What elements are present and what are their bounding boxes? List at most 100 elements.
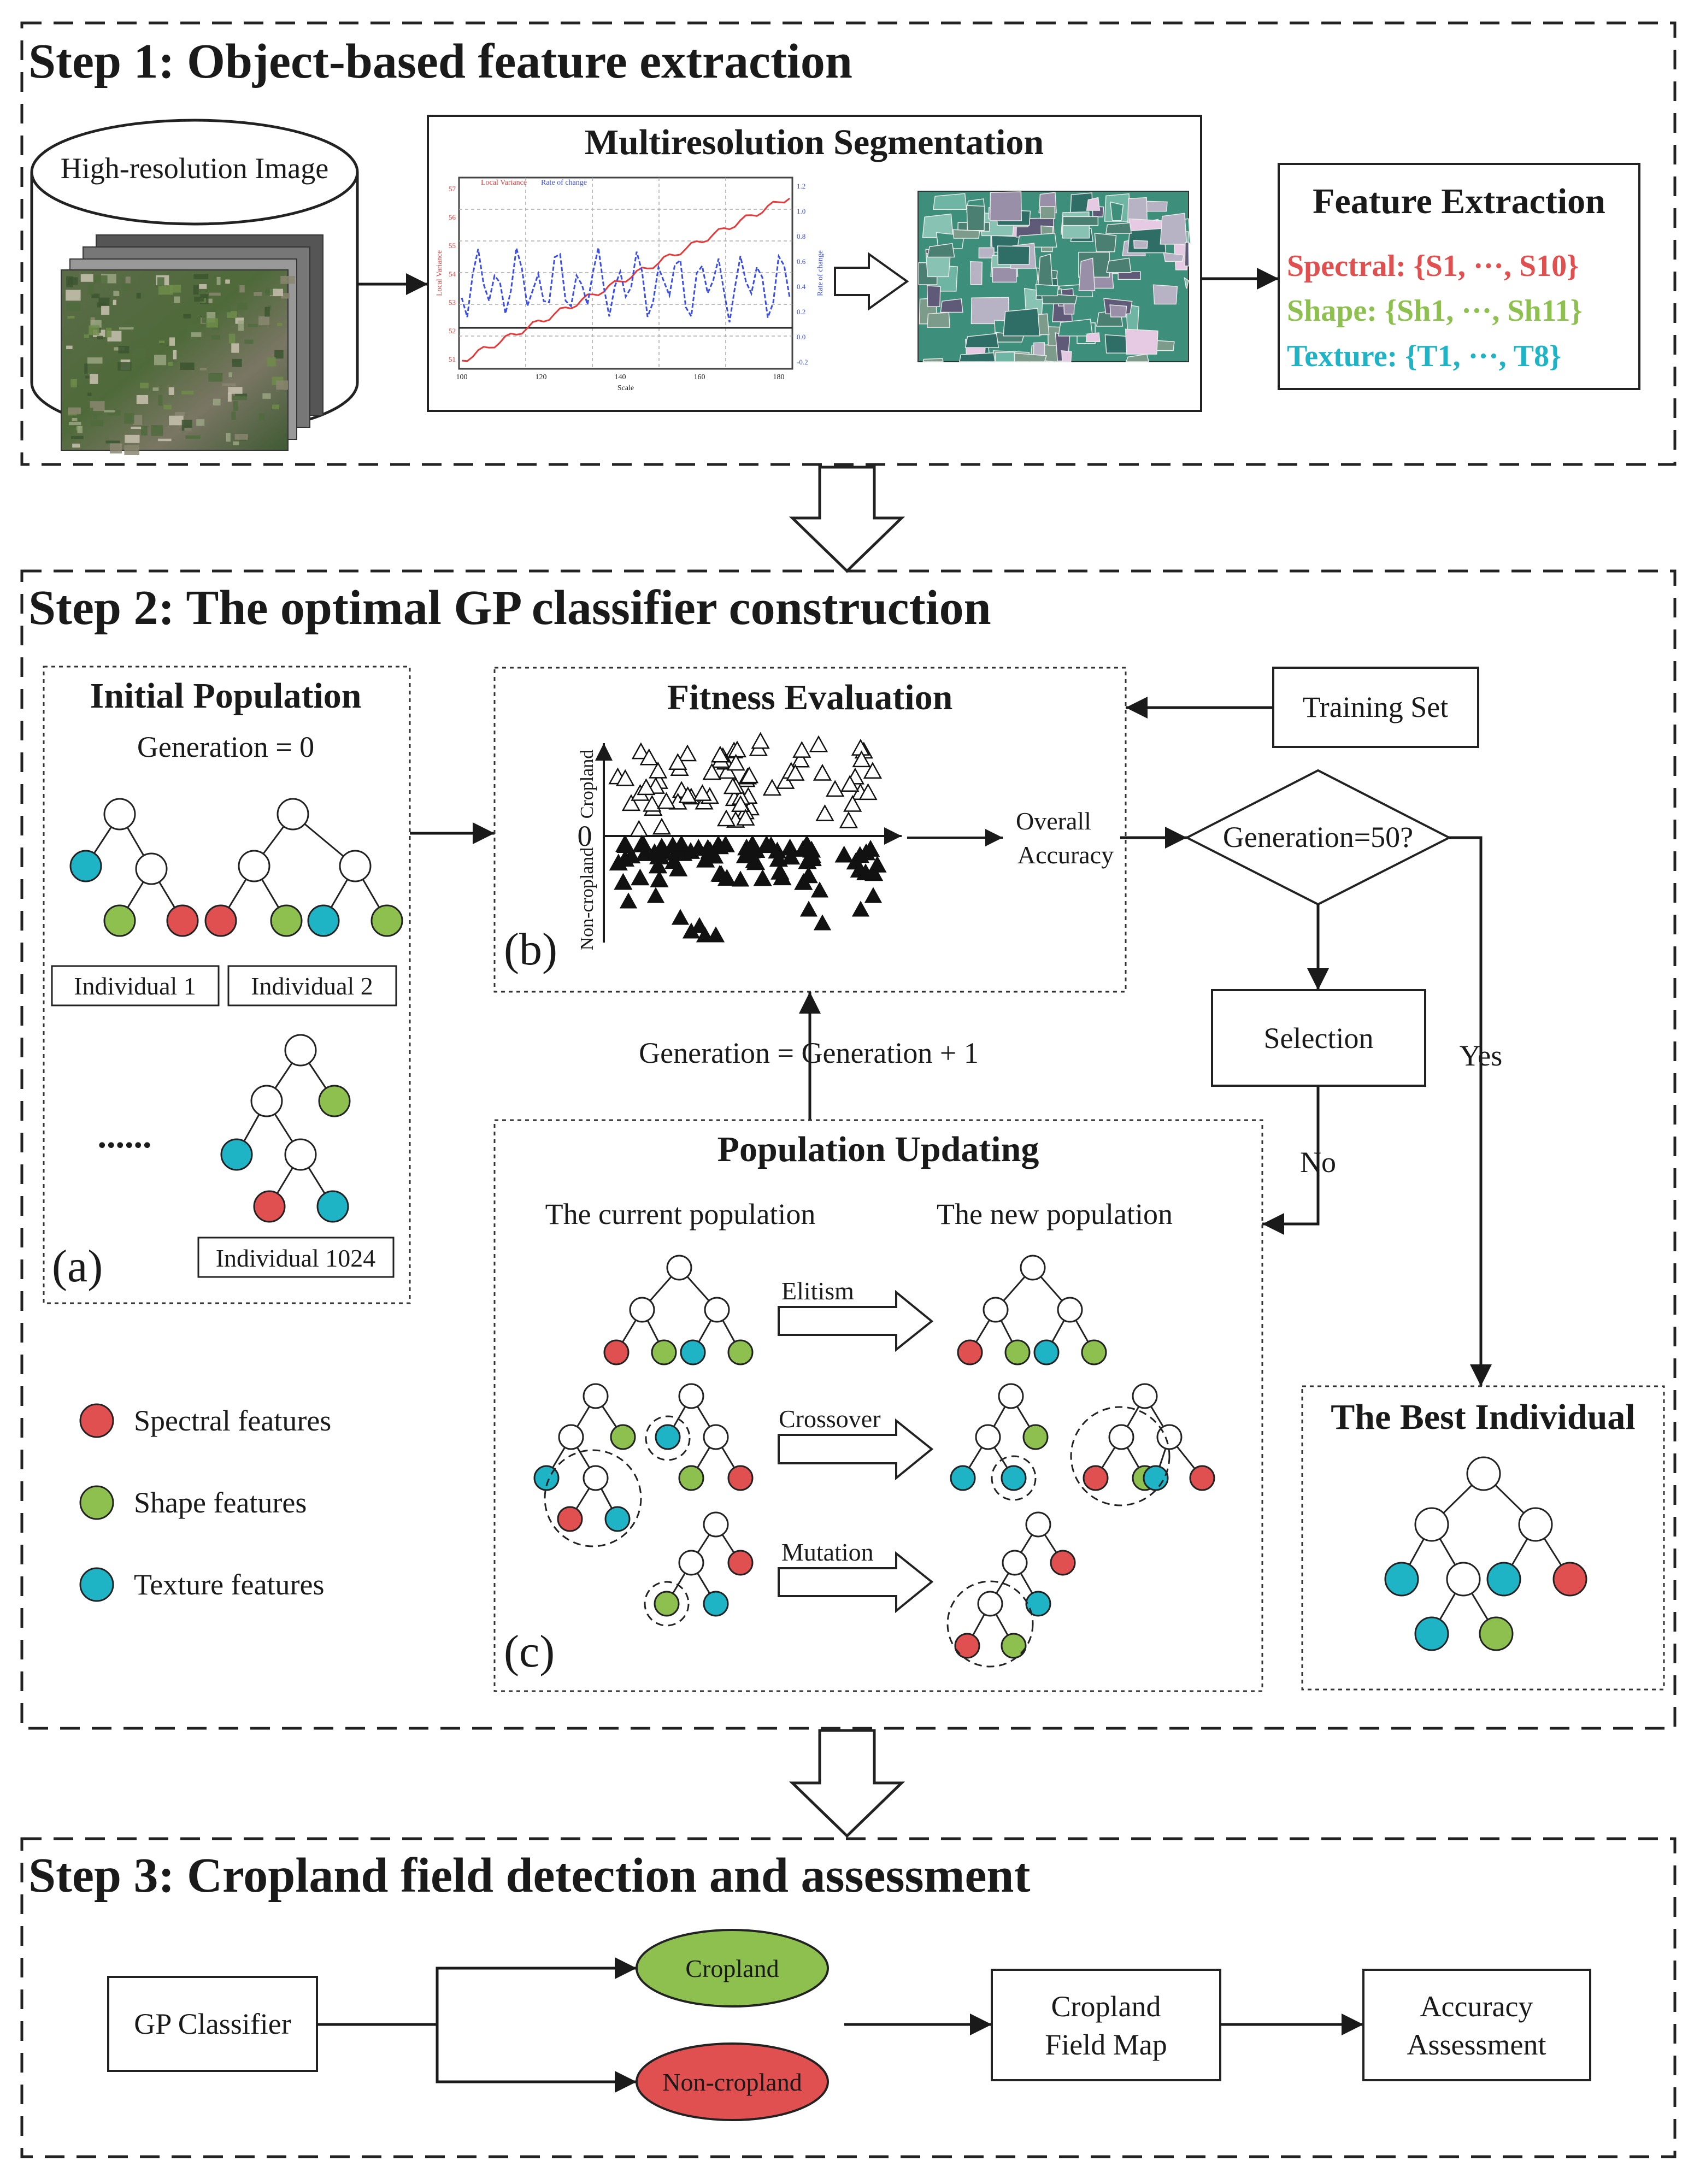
- noncropland-sample: [770, 862, 790, 880]
- plot-y-right-tick: 1.2: [797, 182, 805, 190]
- plot-frame: [458, 176, 793, 370]
- tree-node: [284, 1138, 317, 1171]
- noncropland-sample: [609, 853, 628, 871]
- cropland-sample: [631, 742, 651, 760]
- individual-1-label: Individual 1: [74, 972, 196, 1000]
- cropland-sample: [716, 809, 736, 827]
- tree-node: [307, 904, 340, 937]
- tree-node: [950, 1465, 976, 1491]
- population-updating-title: Population Updating: [717, 1129, 1039, 1169]
- arrow-yes-to-best: [1449, 836, 1492, 1386]
- tree-node: [583, 1465, 609, 1491]
- cropland-sample: [791, 750, 810, 768]
- segmented-image: [917, 191, 1191, 363]
- crossover-parent-2: [645, 1383, 754, 1491]
- cropland-sample: [863, 762, 883, 779]
- plot-y-left-tick: 54: [449, 270, 456, 278]
- cropland-sample: [762, 779, 782, 796]
- tree-node: [1025, 1511, 1051, 1538]
- noncropland-sample: [650, 870, 669, 887]
- cropland-sample: [736, 809, 755, 826]
- mutation-new-tree: [946, 1511, 1076, 1668]
- noncropland-sample: [799, 900, 818, 917]
- plot-y-right-tick: 0.2: [797, 308, 805, 316]
- cropland-sample: [678, 744, 697, 762]
- tree-node: [166, 904, 199, 937]
- plot-x-tick: 100: [456, 373, 468, 381]
- step1-to-step2-arrow: [789, 466, 905, 573]
- plot-y-right-tick: 0.4: [797, 282, 806, 291]
- field-map-line2: Field Map: [1045, 2028, 1167, 2061]
- individual-2-box: [227, 965, 397, 1006]
- tree-node: [1004, 1339, 1031, 1365]
- cropland-sample: [630, 820, 649, 837]
- tree-node: [69, 850, 102, 882]
- cropland-sample: [731, 795, 750, 813]
- mutation-arrow: [778, 1551, 934, 1614]
- tree-node: [1001, 1465, 1027, 1491]
- crossover-label: Crossover: [779, 1405, 881, 1433]
- tree-node: [1414, 1507, 1449, 1542]
- individual-1-tree: [69, 798, 199, 937]
- noncropland-sample: [803, 849, 822, 867]
- hollow-arrow-segmentation: [834, 252, 909, 311]
- tree-node: [678, 1465, 704, 1491]
- training-set-box: [1272, 667, 1479, 748]
- decision-label: Generation=50?: [1223, 821, 1413, 853]
- spectral-legend-label: Spectral features: [134, 1404, 331, 1437]
- tree-node: [957, 1339, 983, 1365]
- tree-node: [1518, 1507, 1553, 1542]
- tree-node: [603, 1339, 630, 1365]
- individual-1024-tree: [220, 1034, 351, 1223]
- tree-node: [1001, 1633, 1027, 1659]
- plot-y-right-tick: 1.0: [797, 207, 805, 215]
- noncropland-sample: [864, 887, 883, 903]
- operation-highlight: [991, 1455, 1037, 1501]
- noncropland-sample: [696, 926, 714, 943]
- arrow-to-noncropland: [436, 2024, 637, 2093]
- scale-parameter-plot: Local Variance Rate of change Scale Loca…: [436, 176, 825, 392]
- noncropland-sample: [634, 835, 653, 852]
- cropland-sample: [723, 777, 743, 794]
- operation-highlight: [946, 1580, 1034, 1668]
- elitism-arrow: [778, 1290, 934, 1352]
- noncropland-sample: [731, 870, 750, 887]
- fitness-noncropland-axis-label: Non-cropland: [577, 847, 597, 951]
- individual-1-box: [51, 965, 220, 1006]
- generation-increment-label: Generation = Generation + 1: [639, 1037, 979, 1069]
- gp-classifier-label: GP Classifier: [134, 2008, 291, 2040]
- tree-node: [238, 850, 270, 882]
- noncropland-sample: [861, 839, 880, 857]
- noncropland-sample: [850, 861, 869, 878]
- tree-node: [1414, 1616, 1449, 1651]
- mutation-label: Mutation: [781, 1538, 874, 1566]
- crossover-arrow: [778, 1418, 934, 1481]
- fitness-evaluation-box: [493, 667, 1127, 993]
- tree-node: [727, 1339, 754, 1365]
- noncropland-sample: [769, 850, 788, 867]
- shape-feature-list: Shape: {Sh1, ···, Sh11}: [1287, 294, 1583, 328]
- cropland-sample: [840, 775, 860, 792]
- individual-1024-box: [197, 1237, 395, 1278]
- step1-frame: [20, 21, 1677, 466]
- tree-node: [1033, 1339, 1060, 1365]
- accuracy-assessment-box: [1362, 1969, 1591, 2081]
- noncropland-sample: [689, 839, 708, 856]
- mutation-current-tree: [644, 1511, 754, 1627]
- fitness-cropland-axis-label: Cropland: [577, 750, 597, 819]
- tree-node: [983, 1297, 1009, 1323]
- cropland-sample: [649, 761, 668, 779]
- tree-node: [1057, 1297, 1083, 1323]
- tree-node: [250, 1085, 283, 1117]
- ellipsis: ......: [98, 1116, 152, 1156]
- cropland-sample: [852, 750, 871, 768]
- tree-node: [678, 1383, 704, 1409]
- elitism-new-tree: [957, 1255, 1107, 1365]
- best-tree: [1384, 1456, 1587, 1651]
- step2-to-step3-arrow: [789, 1729, 905, 1838]
- tree-node: [1002, 1550, 1028, 1576]
- current-population-label: The current population: [545, 1198, 816, 1231]
- tree-node: [220, 1138, 253, 1171]
- generation-zero: Generation = 0: [137, 731, 314, 763]
